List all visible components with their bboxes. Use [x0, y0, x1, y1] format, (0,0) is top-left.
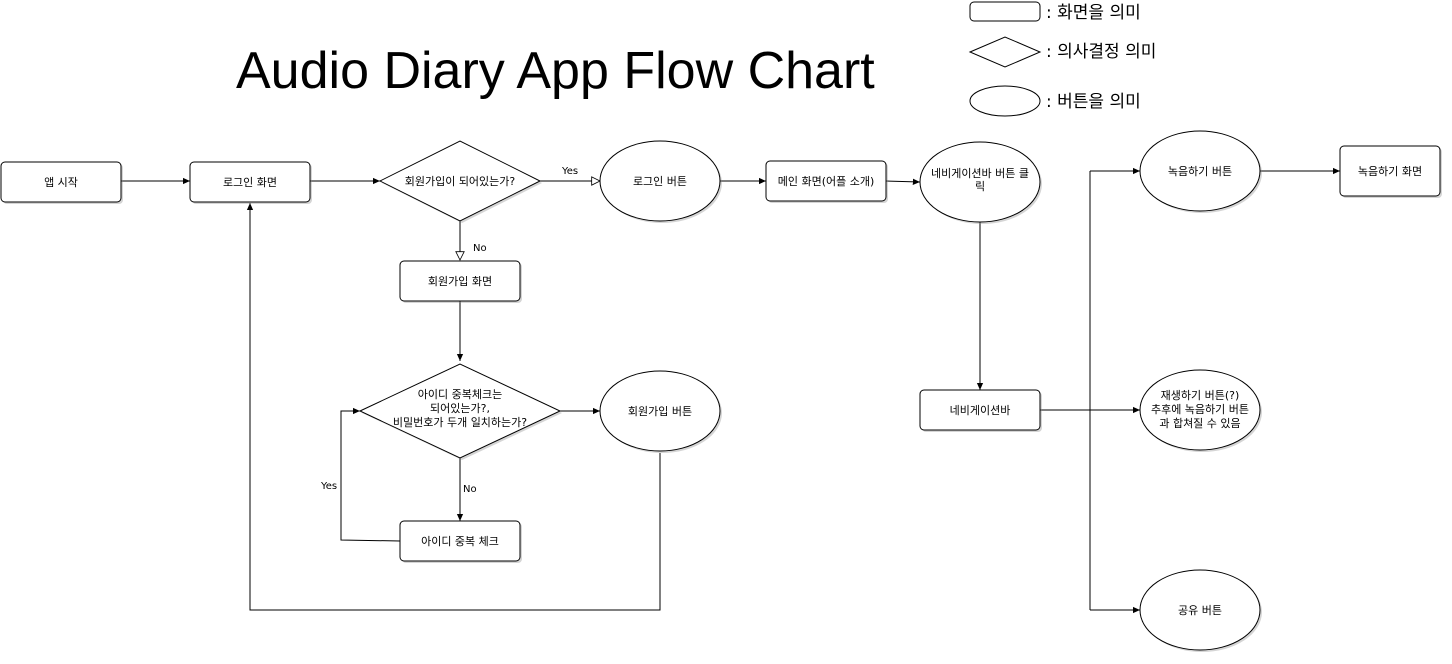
node-id-check-label: 아이디 중복 체크	[421, 535, 499, 548]
legend-button-shape	[969, 85, 1041, 117]
node-record-button-label: 녹음하기 버튼	[1168, 164, 1232, 178]
node-signup-check: 회원가입이 되어있는가?	[378, 140, 542, 223]
node-id-check-decision-line-1: 아이디 중복체크는	[418, 388, 502, 401]
node-app-start-label: 앱 시작	[44, 176, 78, 189]
node-signup-button: 회원가입 버튼	[599, 370, 722, 453]
diagram-title: Audio Diary App Flow Chart	[236, 42, 875, 100]
node-signup-screen: 회원가입 화면	[399, 260, 522, 303]
node-nav-click-line-2: 릭	[975, 180, 985, 193]
node-signup-button-label: 회원가입 버튼	[628, 405, 692, 418]
edge-signupbtn-to-login	[246, 203, 661, 611]
node-play-button-line-2: 추후에 녹음하기 버튼	[1151, 402, 1249, 416]
edge-label-yes-idcheck: Yes	[320, 481, 337, 492]
node-share-button-label: 공유 버튼	[1178, 604, 1222, 617]
node-id-check-decision: 아이디 중복체크는 되어있는가?, 비밀번호가 두개 일치하는가?	[358, 363, 562, 460]
edge-label-yes-login: Yes	[561, 166, 578, 177]
node-main-screen-label: 메인 화면(어플 소개)	[778, 175, 875, 188]
node-login-screen: 로그인 화면	[189, 161, 312, 204]
node-navbar: 네비게이션바	[919, 389, 1042, 432]
node-record-screen-label: 녹음하기 화면	[1358, 164, 1422, 178]
node-id-check-decision-line-3: 비밀번호가 두개 일치하는가?	[393, 415, 527, 429]
edge-label-no-idcheck: No	[463, 484, 477, 495]
legend-button-label: : 버튼을 의미	[1046, 92, 1141, 112]
node-share-button: 공유 버튼	[1139, 569, 1262, 652]
node-login-screen-label: 로그인 화면	[223, 176, 277, 189]
node-nav-click-line-1: 네비게이션바 버튼 클	[931, 167, 1029, 180]
legend-decision-shape	[968, 36, 1042, 68]
node-login-button-label: 로그인 버튼	[633, 175, 687, 188]
node-signup-check-label: 회원가입이 되어있는가?	[405, 175, 516, 188]
node-navbar-label: 네비게이션바	[950, 404, 1011, 417]
node-play-button-line-1: 재생하기 버튼(?)	[1161, 388, 1240, 402]
node-login-button: 로그인 버튼	[599, 140, 722, 223]
edge-label-no-signup: No	[473, 243, 487, 254]
node-record-button: 녹음하기 버튼	[1139, 130, 1262, 213]
node-main-screen: 메인 화면(어플 소개)	[765, 160, 888, 203]
node-id-check-decision-line-2: 되어있는가?,	[430, 402, 490, 415]
node-play-button-line-3: 과 합쳐질 수 있음	[1159, 417, 1240, 430]
legend-screen-label: : 화면을 의미	[1046, 3, 1141, 23]
edge-idcheck-loop	[340, 407, 401, 542]
node-id-check: 아이디 중복 체크	[399, 520, 522, 563]
node-nav-click: 네비게이션바 버튼 클 릭	[919, 141, 1042, 224]
node-signup-screen-label: 회원가입 화면	[428, 275, 492, 288]
node-app-start: 앱 시작	[0, 161, 123, 204]
node-play-button: 재생하기 버튼(?) 추후에 녹음하기 버튼 과 합쳐질 수 있음	[1139, 369, 1262, 452]
legend-decision-label: : 의사결정 의미	[1046, 42, 1156, 62]
edge-main-to-navclick	[885, 178, 921, 185]
edges: Yes No No Yes	[121, 166, 1340, 614]
legend-screen-shape	[969, 1, 1041, 22]
legend: : 화면을 의미 : 의사결정 의미 : 버튼을 의미	[968, 1, 1156, 117]
node-record-screen: 녹음하기 화면	[1339, 145, 1442, 198]
